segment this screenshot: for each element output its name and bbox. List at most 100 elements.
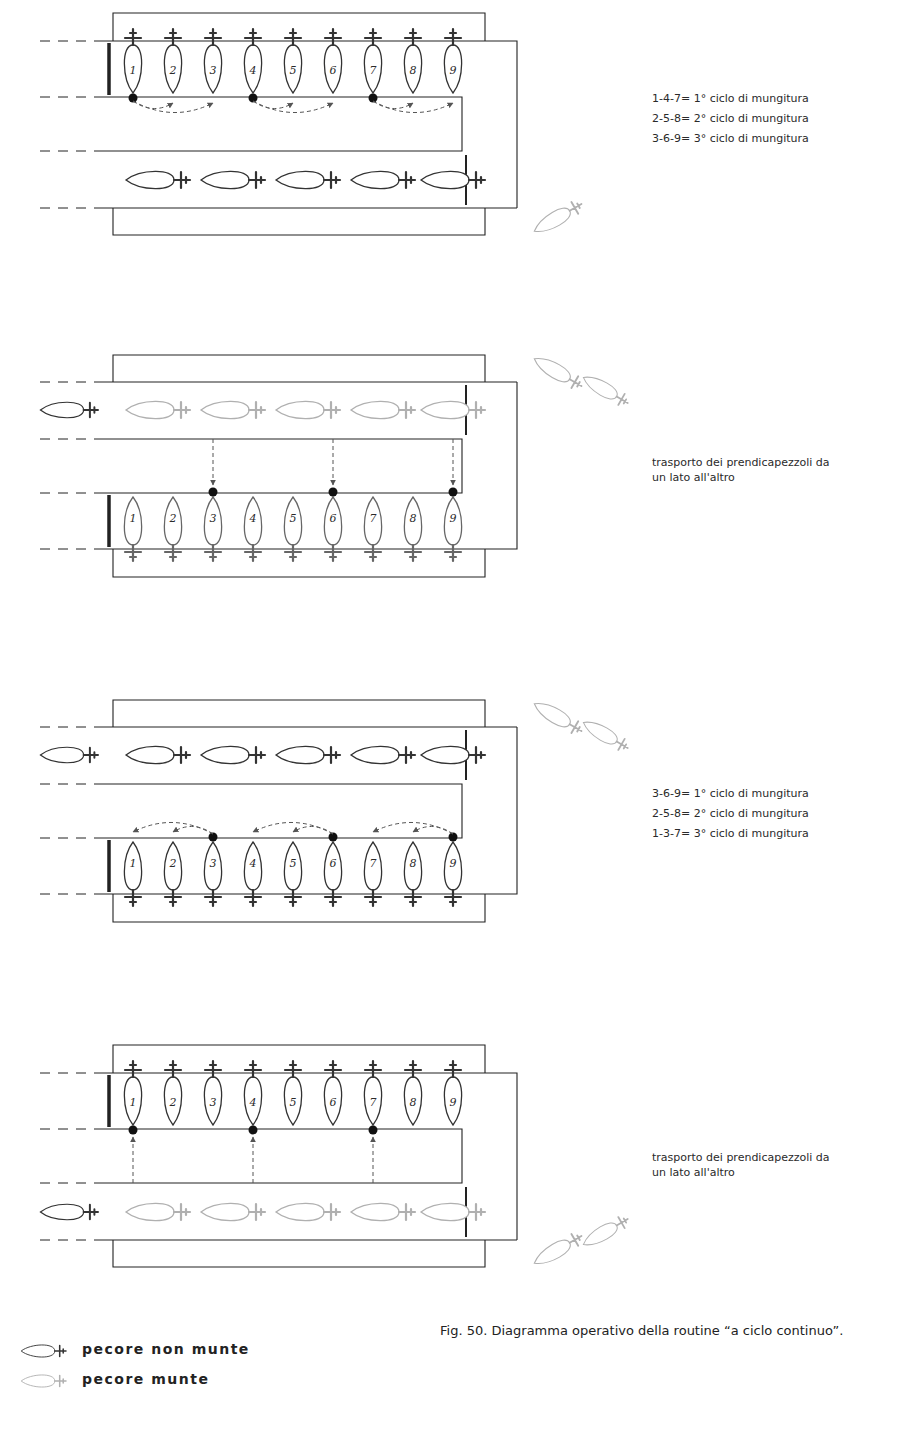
stall-sheep: [204, 1061, 221, 1125]
stall-number: 6: [323, 858, 343, 870]
stall-sheep: [164, 29, 181, 93]
entry-dash: [40, 439, 100, 440]
milking-unit-dot: [449, 488, 458, 497]
transfer-arrow: [213, 439, 214, 485]
stall-sheep: [404, 497, 421, 561]
stall-sheep: [124, 1061, 141, 1125]
stall-sheep: [364, 497, 381, 561]
exiting-sheep: [580, 716, 631, 754]
stall-number: 8: [403, 1097, 423, 1109]
row-sheep: [201, 746, 265, 763]
row-sheep: [126, 1203, 190, 1220]
row-sheep: [126, 171, 190, 188]
parlour-wall: [113, 1240, 485, 1267]
row-sheep: [201, 1203, 265, 1220]
exiting-sheep: [531, 1230, 585, 1270]
stall-sheep: [324, 29, 341, 93]
entry-dash: [40, 727, 100, 728]
stall-sheep: [324, 842, 341, 906]
stall-sheep: [364, 1061, 381, 1125]
stall-number: 4: [243, 513, 263, 525]
stall-number: 3: [203, 858, 223, 870]
stall-number: 7: [363, 858, 383, 870]
gate-bar: [107, 1075, 111, 1127]
cycle-arc: [413, 826, 453, 834]
entry-dash: [40, 894, 100, 895]
parlour-wall: [113, 208, 485, 235]
legend-text: pecore non munte: [82, 1341, 250, 1357]
parlour-panel: [40, 1045, 631, 1270]
entry-dash: [40, 493, 100, 494]
row-sheep: [126, 746, 190, 763]
stall-number: 2: [163, 1097, 183, 1109]
stall-sheep: [444, 497, 461, 561]
stall-number: 1: [123, 513, 143, 525]
exiting-sheep: [531, 697, 585, 737]
transfer-arrow: [453, 439, 454, 485]
cycle-arc: [293, 826, 333, 834]
parlour-wall: [100, 382, 517, 549]
stall-sheep: [164, 842, 181, 906]
stall-sheep: [204, 29, 221, 93]
parlour-wall: [100, 1239, 517, 1240]
milking-pit: [100, 439, 462, 493]
cycle-arc: [253, 101, 293, 109]
milking-unit-dot: [329, 488, 338, 497]
parlour-wall: [113, 355, 485, 382]
cycle-arc: [133, 101, 173, 109]
stall-sheep: [284, 497, 301, 561]
row-sheep: [421, 171, 485, 188]
stall-sheep: [284, 29, 301, 93]
gate-bar: [107, 840, 111, 892]
stall-number: 7: [363, 1097, 383, 1109]
parlour-wall: [100, 727, 517, 894]
stall-sheep: [404, 842, 421, 906]
stall-sheep: [124, 29, 141, 93]
parlour-wall: [113, 1045, 485, 1073]
stall-sheep: [324, 497, 341, 561]
legend-text: pecore munte: [82, 1371, 209, 1387]
stall-number: 2: [163, 65, 183, 77]
stall-sheep: [284, 842, 301, 906]
transfer-arrow: [133, 1137, 134, 1183]
milking-unit-dot: [369, 1126, 378, 1135]
stall-sheep: [404, 1061, 421, 1125]
stall-sheep: [124, 497, 141, 561]
parlour-panel: [40, 13, 585, 238]
row-sheep: [276, 1203, 340, 1220]
milking-pit: [100, 97, 462, 151]
stall-number: 8: [403, 858, 423, 870]
stall-number: 1: [123, 1097, 143, 1109]
entry-dash: [40, 41, 100, 42]
exiting-sheep: [580, 1213, 631, 1251]
transfer-arrow: [253, 1137, 254, 1183]
entry-dash: [40, 1073, 100, 1074]
parlour-panel: [40, 352, 631, 577]
stall-number: 1: [123, 65, 143, 77]
stall-sheep: [444, 1061, 461, 1125]
cycle-arc: [373, 101, 453, 113]
stall-sheep: [124, 842, 141, 906]
stall-sheep: [364, 842, 381, 906]
row-sheep: [276, 746, 340, 763]
stall-sheep: [284, 1061, 301, 1125]
cycle-note: trasporto dei prendicapezzoli da un lato…: [652, 455, 832, 485]
cycle-arc: [173, 826, 213, 834]
parlour-wall: [100, 381, 517, 382]
entry-dash: [40, 1240, 100, 1241]
stall-number: 5: [283, 1097, 303, 1109]
row-sheep: [126, 401, 190, 418]
exiting-sheep: [531, 198, 585, 238]
stall-number: 4: [243, 1097, 263, 1109]
stall-number: 9: [443, 858, 463, 870]
milking-unit-dot: [249, 1126, 258, 1135]
parlour-panel: [40, 697, 631, 922]
cycle-arc: [253, 822, 333, 834]
stall-number: 3: [203, 513, 223, 525]
stall-number: 6: [323, 1097, 343, 1109]
stall-sheep: [324, 1061, 341, 1125]
stall-number: 5: [283, 858, 303, 870]
milking-unit-dot: [209, 488, 218, 497]
entry-dash: [40, 151, 100, 152]
